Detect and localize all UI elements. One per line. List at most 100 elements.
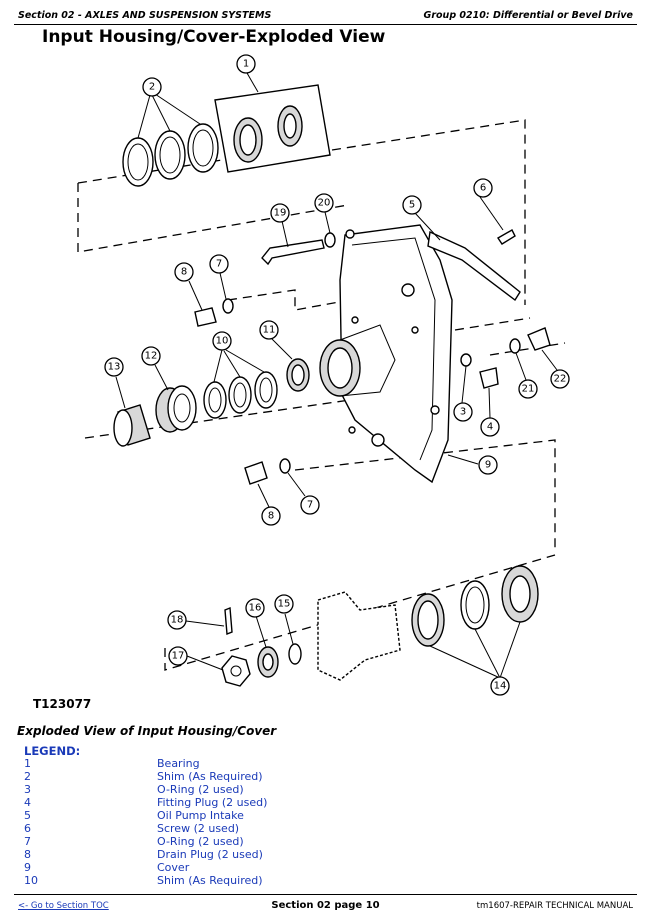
svg-text:17: 17: [172, 651, 185, 662]
callout-20: 20: [314, 193, 334, 213]
callout-15: 15: [274, 594, 294, 614]
cover-part-9: [319, 224, 453, 484]
fitting-plug-part-4: [479, 367, 499, 389]
bolt-part-19: [261, 239, 325, 266]
callout-5: 5: [402, 195, 422, 215]
legend-number: 1: [24, 757, 31, 770]
manual-name: tm1607-REPAIR TECHNICAL MANUAL: [476, 901, 633, 911]
section-toc-link[interactable]: <- Go to Section TOC: [18, 901, 109, 911]
legend-number: 4: [24, 796, 31, 809]
legend-number: 7: [24, 835, 31, 848]
svg-text:18: 18: [171, 615, 184, 626]
callout-9: 9: [478, 455, 498, 475]
callout-7-lower: 7: [300, 495, 320, 515]
svg-text:7: 7: [216, 259, 222, 270]
legend-description: Screw (2 used): [157, 822, 240, 835]
callout-2: 2: [142, 77, 162, 97]
callout-18: 18: [167, 610, 187, 630]
callout-22: 22: [550, 369, 570, 389]
svg-text:12: 12: [145, 351, 158, 362]
svg-text:9: 9: [485, 460, 491, 471]
legend-item: 9 Cover: [24, 861, 424, 874]
legend-item: 4 Fitting Plug (2 used): [24, 796, 424, 809]
o-ring-part-3: [460, 353, 472, 367]
legend-description: O-Ring (2 used): [157, 835, 244, 848]
legend-item: 6 Screw (2 used): [24, 822, 424, 835]
page-header: Section 02 - AXLES AND SUSPENSION SYSTEM…: [14, 6, 637, 25]
legend-description: Bearing: [157, 757, 200, 770]
oil-pump-intake-part-5: [427, 230, 521, 302]
callout-4: 4: [480, 417, 500, 437]
legend-number: 9: [24, 861, 31, 874]
svg-text:13: 13: [108, 362, 121, 373]
svg-text:5: 5: [409, 200, 415, 211]
callout-1: 1: [236, 54, 256, 74]
svg-text:2: 2: [149, 82, 155, 93]
svg-text:21: 21: [522, 384, 535, 395]
drain-plug-part-8-upper: [194, 298, 234, 327]
shims-part-2: [122, 123, 219, 187]
callout-19: 19: [270, 203, 290, 223]
o-ring-part-15: [288, 643, 302, 665]
o-ring-part-21: [509, 338, 521, 354]
svg-text:8: 8: [268, 511, 274, 522]
callout-8-lower: 8: [261, 506, 281, 526]
callout-14: 14: [490, 676, 510, 696]
seals-part-14: [411, 565, 539, 647]
svg-text:20: 20: [318, 198, 331, 209]
svg-text:6: 6: [480, 183, 486, 194]
callout-13: 13: [104, 357, 124, 377]
yoke: [317, 591, 401, 681]
legend-description: Cover: [157, 861, 190, 874]
legend-item: 1 Bearing: [24, 757, 424, 770]
figure-caption: Exploded View of Input Housing/Cover: [17, 724, 277, 738]
nut-part-17: [221, 655, 251, 687]
leader-lines: [115, 72, 558, 679]
figure-id: T123077: [33, 697, 92, 711]
legend-description: Drain Plug (2 used): [157, 848, 263, 861]
exploded-view-figure: 1 2 3 4 5 6 7 8 9 10 11 12 13 14 15 16 1…: [77, 54, 570, 696]
svg-text:1: 1: [243, 59, 249, 70]
bearing-part-1: [214, 84, 331, 173]
svg-text:15: 15: [278, 599, 291, 610]
callout-8-upper: 8: [174, 262, 194, 282]
svg-text:11: 11: [263, 325, 276, 336]
legend-description: Shim (As Required): [157, 770, 263, 783]
page-number: Section 02 page 10: [271, 900, 380, 911]
washer-part-20: [324, 232, 336, 248]
legend-number: 6: [24, 822, 31, 835]
legend-number: 5: [24, 809, 31, 822]
section-title: Section 02 - AXLES AND SUSPENSION SYSTEM…: [18, 10, 272, 21]
svg-text:8: 8: [181, 267, 187, 278]
svg-text:7: 7: [307, 500, 313, 511]
svg-text:10: 10: [216, 336, 229, 347]
callout-21: 21: [518, 379, 538, 399]
svg-text:3: 3: [460, 407, 466, 418]
legend-title: LEGEND:: [24, 744, 81, 758]
callout-6: 6: [473, 178, 493, 198]
group-title: Group 0210: Differential or Bevel Drive: [423, 10, 633, 21]
legend-number: 2: [24, 770, 31, 783]
callout-3: 3: [453, 402, 473, 422]
bearing-part-13: [113, 404, 151, 447]
cotter-pin-part-18: [224, 606, 233, 636]
legend-item: 2 Shim (As Required): [24, 770, 424, 783]
callout-17: 17: [168, 646, 188, 666]
svg-text:14: 14: [494, 681, 507, 692]
callout-12: 12: [141, 346, 161, 366]
svg-text:22: 22: [554, 374, 567, 385]
svg-text:4: 4: [487, 422, 493, 433]
washer-part-16: [257, 646, 279, 678]
legend-description: Fitting Plug (2 used): [157, 796, 268, 809]
legend-item: 7 O-Ring (2 used): [24, 835, 424, 848]
svg-text:19: 19: [274, 208, 287, 219]
svg-text:16: 16: [249, 603, 262, 614]
callout-16: 16: [245, 598, 265, 618]
legend-description: Shim (As Required): [157, 874, 263, 887]
fitting-part-22: [527, 327, 551, 351]
drain-plug-part-8-lower: [244, 458, 291, 485]
